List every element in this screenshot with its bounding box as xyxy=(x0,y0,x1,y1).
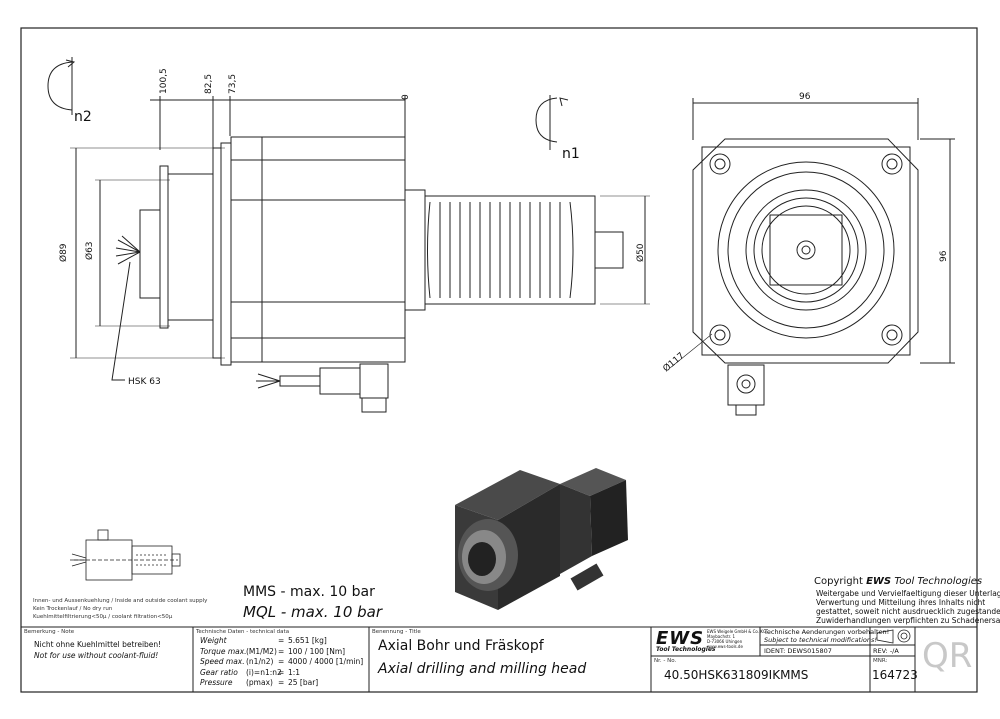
title-en: Axial drilling and milling head xyxy=(378,661,587,677)
rotation-n2-icon xyxy=(47,57,76,115)
dim-73-5: 73,5 xyxy=(228,74,238,94)
mms-pressure: MMS - max. 10 bar xyxy=(243,584,375,600)
copyright-line: Verwertung und Mitteilung ihres Inhalts … xyxy=(816,598,986,607)
techdata-row-equals: = xyxy=(278,657,285,666)
mql-pressure: MQL - max. 10 bar xyxy=(243,603,383,621)
title-de: Axial Bohr und Fräskopf xyxy=(378,638,544,654)
n1-label: n1 xyxy=(562,146,580,162)
copyright-line: gestattet, soweit nicht ausdruecklich zu… xyxy=(816,607,1000,616)
techdata-row-name: Torque max. xyxy=(200,646,247,656)
partno-label: Nr. - No. xyxy=(654,658,677,664)
rotation-n1-icon xyxy=(535,95,569,150)
copyright-text: Weitergabe und Vervielfaeltigung dieser … xyxy=(816,589,1000,625)
techdata-row-equals: = xyxy=(278,667,285,677)
techdata-row-equals: = xyxy=(278,678,285,687)
dim-82-5: 82,5 xyxy=(204,74,214,94)
techdata-row-value: 4000 / 4000 [1/min] xyxy=(288,657,364,666)
copyright-prefix: Copyright xyxy=(814,576,863,587)
copyright-brand: EWS xyxy=(866,576,892,587)
techdata-row-symbol: (i)=n1:n2 xyxy=(246,667,282,677)
ews-logo-sub: Tool Technologies xyxy=(656,646,716,653)
note-line-de: Nicht ohne Kuehlmittel betreiben! xyxy=(34,640,162,649)
hsk-label: HSK 63 xyxy=(128,377,161,387)
techdata-row-name: Gear ratio xyxy=(200,667,238,677)
dim-width-96: 96 xyxy=(799,92,811,102)
coolant-note-3: Kuehlmittelfiltrierung<50µ / coolant fil… xyxy=(33,614,173,620)
address-line: EWS Weigele GmbH & Co. KG xyxy=(707,629,767,634)
dim-dia-50: Ø50 xyxy=(635,243,646,262)
ident-field: IDENT: DEWS015807 xyxy=(764,647,832,655)
changes-de: Technische Aenderungen vorbehalten! xyxy=(764,628,890,636)
company-address: EWS Weigele GmbH & Co. KG Maybachstr. 1 … xyxy=(707,629,766,649)
address-line: www.ews-tools.de xyxy=(707,644,743,649)
copyright-line: Weitergabe und Vervielfaeltigung dieser … xyxy=(816,589,1000,598)
n2-label: n2 xyxy=(74,109,92,125)
address-line: Maybachstr. 1 xyxy=(707,634,736,639)
coolant-note-2: Kein Trockenlauf / No dry run xyxy=(33,606,113,612)
dim-zero: 0 xyxy=(401,94,411,100)
rev-field: REV: -/A xyxy=(873,647,899,655)
dim-100-5: 100,5 xyxy=(159,68,169,94)
title-block-frame xyxy=(21,626,977,692)
techdata-row-name: Speed max. xyxy=(200,657,245,666)
dim-dia-117: Ø117 xyxy=(661,350,687,374)
techdata-row-value: 5.651 [kg] xyxy=(288,636,327,645)
qr-placeholder: QR xyxy=(922,636,973,676)
product-3d-render xyxy=(455,468,628,610)
techdata-row-value: 25 [bar] xyxy=(288,678,319,687)
coolant-schematic xyxy=(70,529,181,581)
note-line-en: Not for use without coolant-fluid! xyxy=(34,651,159,660)
changes-en: Subject to technical modifications! xyxy=(764,636,877,644)
rev-label: REV: xyxy=(873,647,888,655)
dim-dia-63: Ø63 xyxy=(84,241,95,260)
mnr-label: MNR: xyxy=(873,658,888,664)
dim-dia-89: Ø89 xyxy=(58,243,69,262)
techdata-row-equals: = xyxy=(278,636,285,645)
projection-symbol-icon xyxy=(876,629,911,644)
techdata-row-value: 1:1 xyxy=(288,667,301,677)
techdata-row-value: 100 / 100 [Nm] xyxy=(288,646,346,656)
rev-value: -/A xyxy=(889,647,899,655)
techdata-row-symbol: (n1/n2) xyxy=(246,657,274,666)
ews-logo: EWS xyxy=(656,628,705,649)
techdata-label: Technische Daten - technical data xyxy=(196,629,290,635)
side-view xyxy=(70,96,650,413)
copyright-title: Copyright EWS Tool Technologies xyxy=(814,576,982,587)
sheet-border xyxy=(20,27,978,693)
techdata-row-symbol: (M1/M2) xyxy=(246,646,277,656)
techdata-row-name: Pressure xyxy=(200,678,233,687)
title-label: Benennung - Title xyxy=(372,629,421,635)
copyright-line: Zuwiderhandlungen verpflichten zu Schade… xyxy=(816,616,1000,625)
ident-value: DEWS015807 xyxy=(787,647,832,655)
coolant-note-1: Innen- und Aussenkuehlung / Inside and o… xyxy=(33,598,208,604)
mnr-value: 164723 xyxy=(872,668,918,682)
dim-height-96: 96 xyxy=(939,250,949,262)
techdata-row-symbol: (pmax) xyxy=(246,678,273,687)
copyright-suffix: Tool Technologies xyxy=(894,576,983,587)
partno-value: 40.50HSK631809IKMMS xyxy=(664,668,809,682)
techdata-row-name: Weight xyxy=(200,636,227,645)
techdata-row-equals: = xyxy=(278,646,285,656)
address-line: D-73066 Uhingen xyxy=(707,639,743,644)
front-view xyxy=(669,98,955,416)
ident-label: IDENT: xyxy=(764,647,786,655)
note-label: Bemerkung - Note xyxy=(24,629,75,635)
